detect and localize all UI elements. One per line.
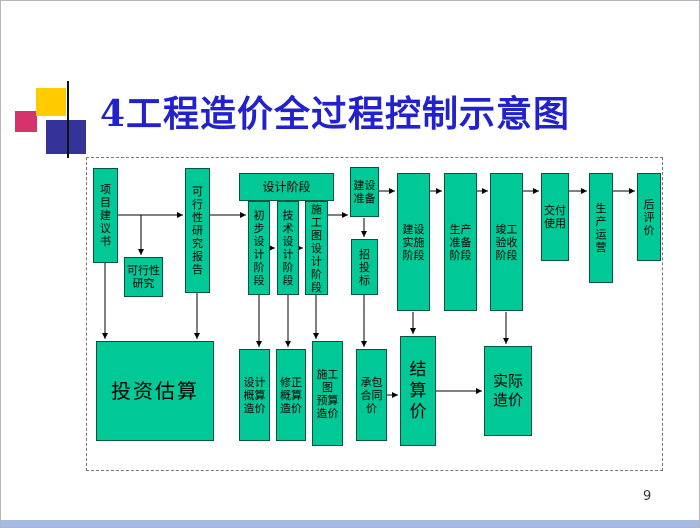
box-project-proposal: 项 目 建 议 书 bbox=[93, 168, 118, 263]
box-construction-drawing-budget-cost: 施工 图 预算 造价 bbox=[312, 341, 343, 446]
box-feasibility-report: 可 行 性 研 究 报 告 bbox=[185, 168, 210, 293]
box-post-evaluation: 后 评 价 bbox=[637, 173, 661, 261]
box-revised-budget-cost: 修正 概算 造价 bbox=[276, 349, 306, 441]
box-actual-cost: 实际 造价 bbox=[484, 346, 532, 436]
page-number: 9 bbox=[643, 489, 652, 504]
logo-vertical-line bbox=[67, 81, 69, 158]
box-contract-price: 承包 合同 价 bbox=[356, 349, 387, 441]
box-construction-drawing-design: 施 工 图 设 计 阶 段 bbox=[305, 201, 328, 295]
box-investment-estimate: 投资估算 bbox=[96, 341, 214, 441]
logo-navy-square bbox=[46, 120, 86, 154]
slide-footer-bar bbox=[1, 520, 699, 527]
box-feasibility-study: 可行性 研究 bbox=[124, 257, 163, 297]
box-preliminary-design: 初 步 设 计 阶 段 bbox=[248, 201, 270, 295]
box-production-operation: 生 产 运 营 bbox=[589, 173, 613, 283]
box-bidding: 招 投 标 bbox=[351, 239, 378, 295]
box-construction-implementation: 建设 实施 阶段 bbox=[397, 173, 430, 311]
logo-yellow-square bbox=[36, 88, 66, 116]
diagram-frame bbox=[86, 157, 663, 471]
box-delivery-use: 交付 使用 bbox=[541, 173, 569, 261]
box-construction-preparation: 建设 准备 bbox=[350, 167, 379, 217]
box-settlement-price: 结 算 价 bbox=[400, 336, 436, 446]
box-design-stage: 设计阶段 bbox=[239, 173, 334, 201]
box-design-budget-cost: 设计 概算 造价 bbox=[239, 349, 270, 441]
slide-title: 4工程造价全过程控制示意图 bbox=[100, 93, 571, 135]
box-production-preparation: 生产 准备 阶段 bbox=[444, 173, 477, 311]
box-technical-design: 技 术 设 计 阶 段 bbox=[277, 201, 299, 295]
box-completion-acceptance: 竣工 验收 阶段 bbox=[490, 173, 523, 311]
logo-pink-square bbox=[15, 111, 37, 132]
